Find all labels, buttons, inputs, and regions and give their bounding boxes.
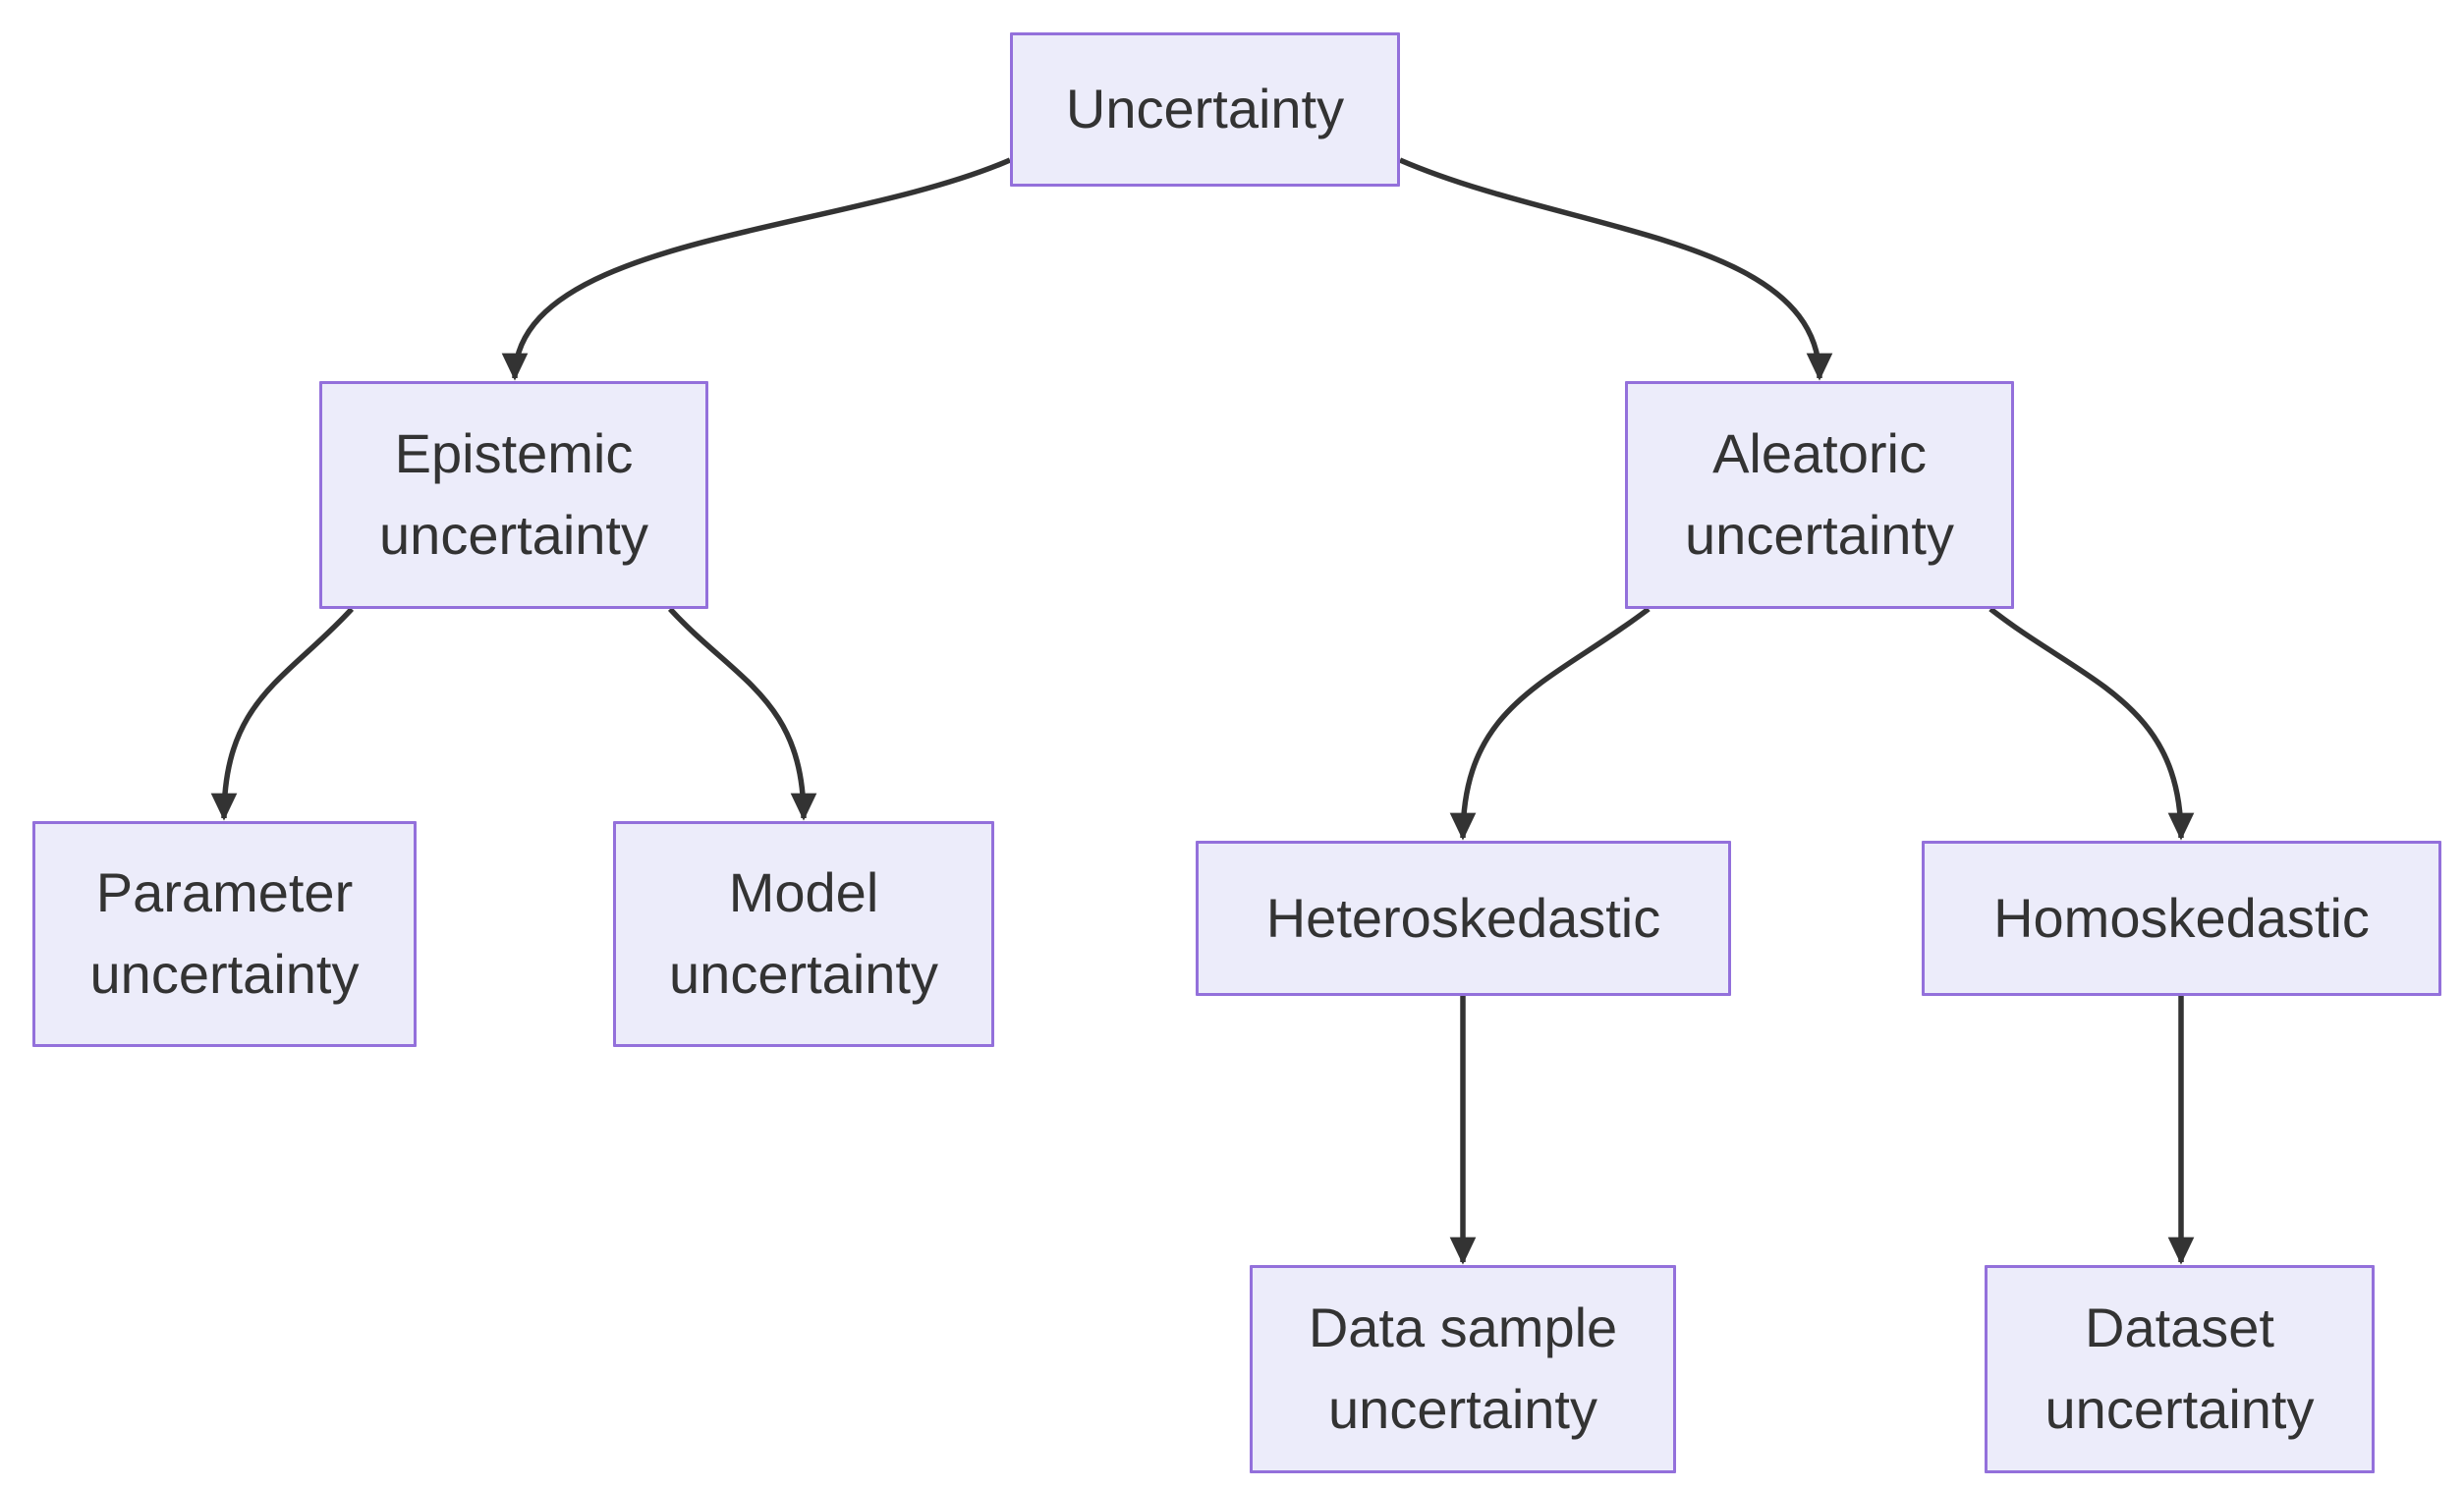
node-aleatoric-uncertainty-label: Aleatoric uncertainty <box>1685 422 1954 566</box>
node-parameter-uncertainty: Parameter uncertainty <box>32 821 417 1047</box>
node-data-sample-uncertainty-label: Data sample uncertainty <box>1308 1296 1618 1440</box>
edge-uncertainty-to-epistemic <box>501 157 1012 381</box>
node-data-sample-uncertainty: Data sample uncertainty <box>1250 1265 1676 1473</box>
node-dataset-uncertainty: Dataset uncertainty <box>1985 1265 2375 1473</box>
node-model-uncertainty-label: Model uncertainty <box>669 861 938 1005</box>
edge-epistemic-to-model <box>667 607 817 821</box>
node-homoskedastic-label: Homoskedastic <box>1993 886 2370 949</box>
node-model-uncertainty: Model uncertainty <box>613 821 994 1047</box>
node-heteroskedastic: Heteroskedastic <box>1196 841 1731 996</box>
edge-aleatoric-to-homoskedastic <box>1988 606 2195 841</box>
node-heteroskedastic-label: Heteroskedastic <box>1265 886 1661 949</box>
node-uncertainty-label: Uncertainty <box>1065 78 1345 140</box>
node-aleatoric-uncertainty: Aleatoric uncertainty <box>1625 381 2014 609</box>
node-homoskedastic: Homoskedastic <box>1922 841 2441 996</box>
node-epistemic-uncertainty-label: Epistemic uncertainty <box>379 422 648 566</box>
node-epistemic-uncertainty: Epistemic uncertainty <box>319 381 708 609</box>
node-dataset-uncertainty-label: Dataset uncertainty <box>2044 1296 2315 1440</box>
edge-uncertainty-to-aleatoric <box>1398 157 1833 381</box>
node-parameter-uncertainty-label: Parameter uncertainty <box>89 861 360 1005</box>
edge-epistemic-to-parameter <box>210 607 355 821</box>
edge-aleatoric-to-heteroskedastic <box>1449 606 1651 841</box>
node-uncertainty: Uncertainty <box>1010 32 1400 187</box>
